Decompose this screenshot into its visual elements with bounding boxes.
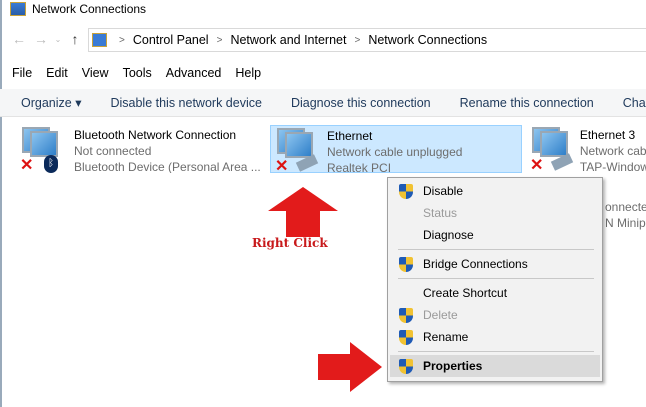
network-adapter-icon: ✕ (526, 125, 574, 173)
rename-connection-button[interactable]: Rename this connection (459, 95, 594, 110)
connection-name: Ethernet (327, 129, 373, 143)
recent-chevron-icon[interactable]: ⌄ (54, 34, 62, 44)
uac-shield-icon (399, 330, 413, 345)
menu-item-label: Properties (423, 359, 483, 373)
breadcrumb-control-panel[interactable]: Control Panel (132, 33, 209, 47)
menu-item-diagnose[interactable]: Diagnose (390, 224, 600, 246)
window-title: Network Connections (32, 2, 147, 16)
menu-view[interactable]: View (81, 66, 109, 80)
forward-arrow-icon[interactable]: → (34, 31, 48, 47)
menu-edit[interactable]: Edit (46, 66, 68, 80)
hidden-connection-device: N Minipo (605, 216, 646, 230)
navigation-bar: ← → ⌄ ↑ > Control Panel > Network and In… (0, 26, 646, 52)
organize-button[interactable]: Organize ▾ (21, 96, 82, 110)
menu-item-bridge-connections[interactable]: Bridge Connections (390, 253, 600, 275)
diagnose-connection-button[interactable]: Diagnose this connection (290, 95, 431, 110)
connection-ethernet-3[interactable]: ✕ Ethernet 3 Network cab TAP-Window (526, 125, 646, 173)
menu-item-label: Delete (423, 308, 458, 322)
connection-device: Bluetooth Device (Personal Area ... (74, 160, 261, 173)
menu-file[interactable]: File (12, 66, 33, 80)
disconnected-x-icon: ✕ (275, 158, 289, 175)
uac-shield-icon (399, 257, 413, 272)
menu-item-label: Rename (423, 330, 469, 344)
up-arrow-icon[interactable]: ↑ (71, 31, 79, 47)
connection-status: Network cable unplugged (327, 145, 463, 159)
connection-name: Bluetooth Network Connection (74, 128, 237, 142)
menu-item-properties[interactable]: Properties (390, 355, 600, 377)
connection-name: Ethernet 3 (579, 128, 636, 142)
control-panel-icon (92, 33, 107, 47)
chevron-right-icon: > (216, 34, 223, 46)
disconnected-x-icon: ✕ (20, 157, 34, 174)
connection-ethernet[interactable]: ✕ Ethernet Network cable unplugged Realt… (270, 125, 522, 175)
red-arrow-right-icon (318, 342, 382, 392)
connection-status: Network cab (579, 144, 646, 158)
menu-bar: File Edit View Tools Advanced Help (0, 62, 275, 84)
uac-shield-icon (399, 308, 413, 323)
connection-device: Realtek PCI (327, 161, 392, 172)
breadcrumb-network-connections[interactable]: Network Connections (368, 33, 488, 47)
menu-separator (398, 351, 594, 352)
uac-shield-icon (399, 359, 413, 374)
menu-tools[interactable]: Tools (122, 66, 152, 80)
disconnected-x-icon: ✕ (530, 157, 544, 173)
menu-item-create-shortcut[interactable]: Create Shortcut (390, 282, 600, 304)
connection-bluetooth[interactable]: ✕ ᛒ Bluetooth Network Connection Not con… (16, 125, 261, 174)
menu-advanced[interactable]: Advanced (165, 66, 222, 80)
menu-item-disable[interactable]: Disable (390, 180, 600, 202)
network-adapter-icon: ✕ (271, 126, 321, 175)
menu-help[interactable]: Help (235, 66, 262, 80)
hidden-connection-status: onnecte (605, 200, 646, 214)
menu-item-label: Status (423, 206, 458, 220)
menu-item-label: Disable (423, 184, 464, 198)
menu-item-label: Create Shortcut (423, 286, 508, 300)
right-click-annotation: Right Click (252, 236, 328, 250)
command-bar: Organize ▾ Disable this network device D… (0, 89, 646, 117)
connection-device: TAP-Window (579, 160, 646, 173)
connection-status: Not connected (74, 144, 152, 158)
menu-separator (398, 249, 594, 250)
address-bar[interactable]: > Control Panel > Network and Internet >… (88, 28, 646, 52)
chevron-right-icon: > (119, 34, 125, 46)
menu-item-label: Bridge Connections (423, 257, 528, 271)
breadcrumb-network-and-internet[interactable]: Network and Internet (230, 33, 347, 47)
menu-item-label: Diagnose (423, 228, 474, 242)
network-adapter-icon: ✕ ᛒ (16, 125, 66, 174)
bluetooth-icon: ᛒ (44, 155, 58, 173)
chevron-right-icon: > (354, 34, 361, 46)
menu-item-status: Status (390, 202, 600, 224)
menu-item-delete: Delete (390, 304, 600, 326)
disable-device-button[interactable]: Disable this network device (110, 95, 262, 110)
red-arrow-up-icon (268, 187, 338, 237)
menu-item-rename[interactable]: Rename (390, 326, 600, 348)
menu-separator (398, 278, 594, 279)
title-bar: Network Connections (0, 0, 646, 18)
back-arrow-icon[interactable]: ← (12, 31, 26, 47)
network-connections-icon (10, 2, 26, 16)
uac-shield-icon (399, 184, 413, 199)
change-settings-button[interactable]: Change (622, 95, 646, 110)
window-border (0, 0, 2, 407)
